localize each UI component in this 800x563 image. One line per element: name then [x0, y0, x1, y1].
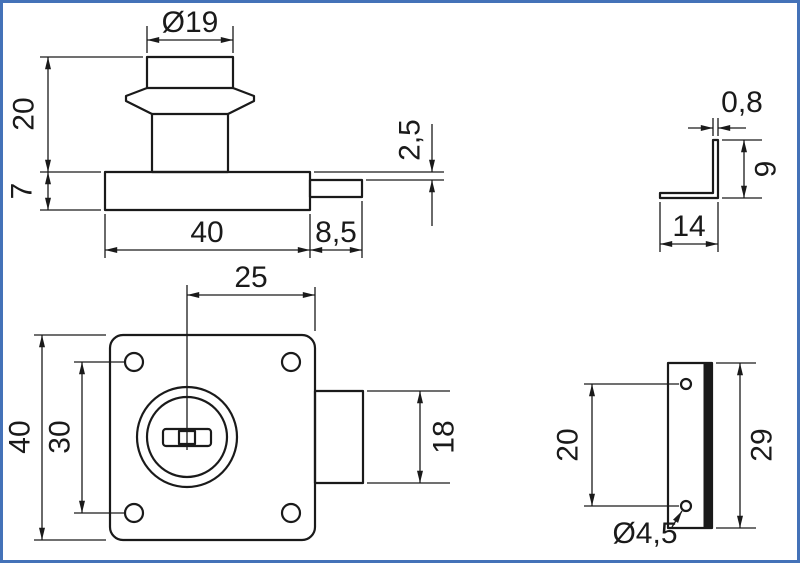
screw-hole — [123, 502, 145, 524]
dim-cylinder-diameter-label: Ø19 — [162, 6, 219, 39]
screw-hole — [280, 351, 302, 373]
dim-center-to-edge-label: 25 — [234, 261, 267, 294]
dim-cylinder-height-label: 20 — [8, 97, 41, 130]
mounting-hole — [679, 499, 693, 513]
mounting-hole — [679, 377, 693, 391]
leader-line — [671, 510, 683, 528]
screw-hole — [280, 502, 302, 524]
lock-front-view: 25 40 30 18 — [4, 261, 461, 542]
dim-plate-height-label: 29 — [746, 428, 779, 461]
dim-body-height-label: 40 — [4, 420, 37, 453]
dim-screw-hole-spacing-label: 30 — [44, 420, 77, 453]
dim-thickness-label: 0,8 — [721, 86, 763, 119]
dim-latch-height-label: 18 — [428, 420, 461, 453]
dim-body-width-label: 40 — [190, 216, 223, 249]
lock-body-outline — [108, 333, 317, 542]
dim-hole-diameter-label: Ø4,5 — [612, 517, 677, 550]
base-plate-outline — [103, 170, 312, 212]
dim-leg-height-label: 9 — [750, 161, 783, 178]
strike-plate-front-view: 20 29 Ø4,5 — [552, 361, 779, 550]
dim-latch-length-label: 8,5 — [315, 216, 357, 249]
strike-plate-folded-edge — [703, 362, 713, 529]
latch-side-outline — [308, 178, 364, 199]
screw-hole — [123, 351, 145, 373]
lock-side-view: Ø19 20 7 2,5 40 8,5 — [6, 6, 444, 258]
dim-latch-offset-label: 2,5 — [394, 119, 427, 161]
strike-bracket-side-view: 0,8 9 14 — [658, 86, 783, 252]
dim-hole-spacing-label: 20 — [552, 428, 585, 461]
latch-front-outline — [313, 389, 365, 485]
angle-bracket-outline — [658, 138, 720, 200]
dim-base-thickness-label: 7 — [6, 183, 39, 200]
dim-leg-width-label: 14 — [672, 210, 705, 243]
